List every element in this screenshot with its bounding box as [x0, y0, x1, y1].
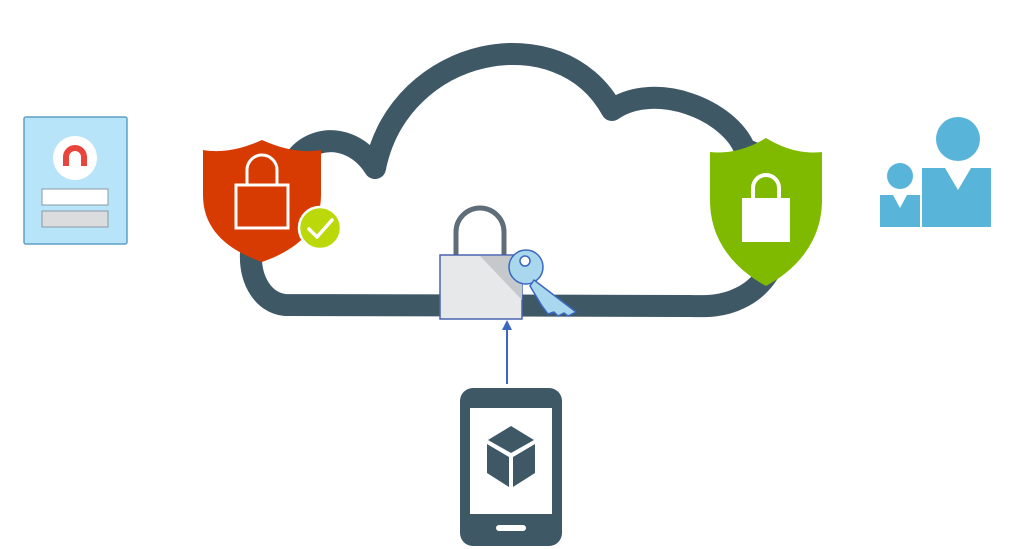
- user-large-body: [922, 168, 991, 227]
- users-icon: [880, 117, 991, 227]
- mobile-phone-icon: [460, 388, 562, 546]
- padlock-outline-icon: [245, 153, 279, 185]
- phone-screen: [470, 408, 552, 514]
- password-field: [41, 210, 109, 228]
- red-shield-lock-icon: [203, 140, 321, 262]
- user-large-head: [936, 117, 980, 161]
- key-icon: [508, 249, 577, 317]
- user-small-body: [880, 195, 920, 227]
- green-shield-lock-icon: [710, 138, 822, 286]
- login-form-icon: [23, 116, 128, 245]
- checkmark-badge-icon: [297, 205, 343, 251]
- phone-home-button: [496, 525, 526, 531]
- app-logo-icon: [63, 145, 87, 166]
- username-field: [41, 188, 109, 206]
- user-small-head: [887, 163, 913, 189]
- cube-icon: [487, 426, 535, 487]
